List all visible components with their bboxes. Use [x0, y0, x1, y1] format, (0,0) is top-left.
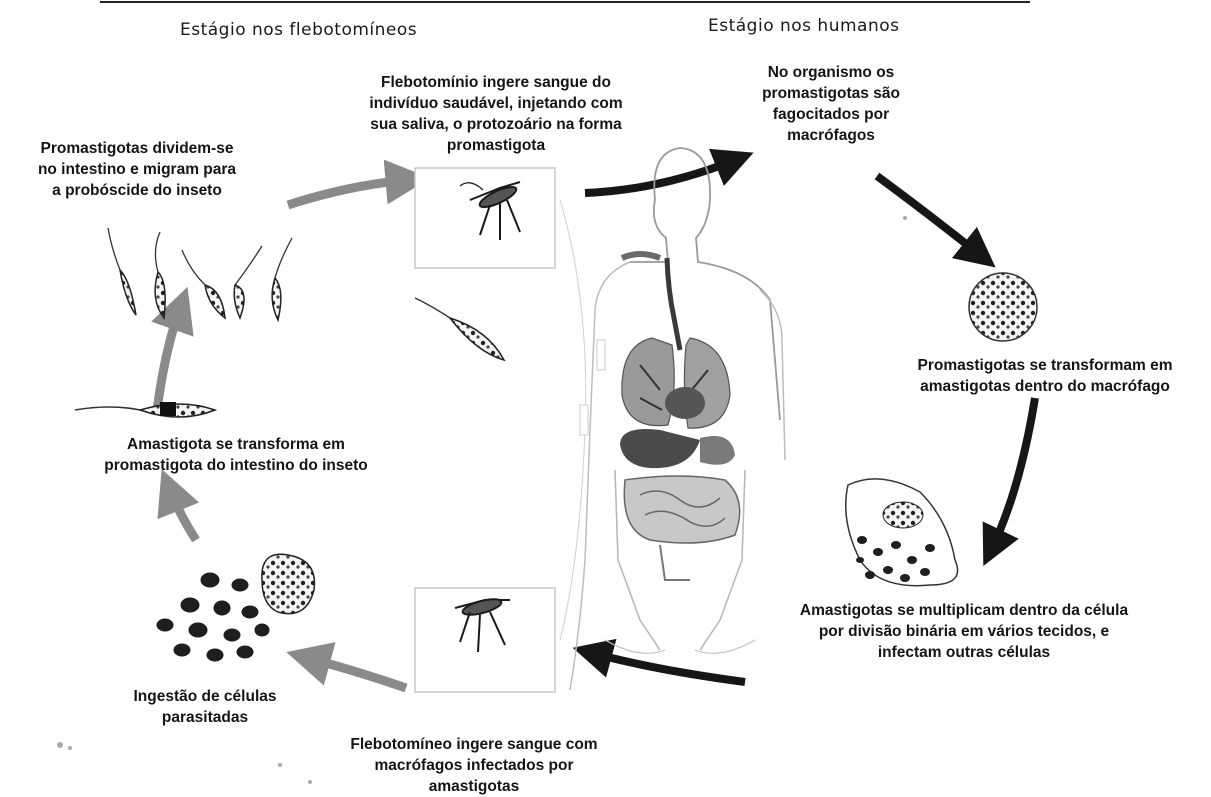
amastigote-transforming-icon	[75, 402, 215, 417]
arrow-divide-to-bite	[288, 180, 408, 205]
parasitized-cells-icon	[156, 554, 314, 662]
label-multiply: Amastigotas se multiplicam dentro da cél…	[748, 600, 1180, 663]
label-transform-amastigote: Promastigotas se transformam em amastigo…	[886, 355, 1204, 397]
label-sandfly-bite: Flebotomínio ingere sangue do indivíduo …	[320, 72, 672, 156]
promastigote-icon	[415, 298, 504, 360]
arrow-phagocytosis-to-macrophage	[877, 176, 980, 255]
header-sandfly-stage: Estágio nos flebotomíneos	[180, 20, 417, 40]
header-human-stage: Estágio nos humanos	[708, 16, 900, 36]
arrow-bite-to-phagocytosis	[585, 160, 735, 193]
infected-macrophage-icon	[969, 273, 1037, 341]
label-sandfly-ingest: Flebotomíneo ingere sangue com macrófago…	[302, 734, 646, 797]
arrow-transform-to-divide	[157, 308, 180, 410]
arrow-ingest-to-cells	[308, 658, 406, 688]
label-ingestion: Ingestão de células parasitadas	[88, 686, 322, 728]
label-transform-promastigote: Amastigota se transforma em promastigota…	[60, 434, 412, 476]
sandfly-ingest-box	[415, 588, 555, 692]
arrow-multiply-to-ingest	[592, 653, 745, 682]
promastigotes-dividing-icon	[108, 228, 292, 320]
label-divide-migrate: Promastigotas dividem-se no intestino e …	[2, 138, 272, 201]
amastigote-cell-icon	[846, 479, 958, 586]
arrow-cells-to-transform	[170, 490, 196, 540]
sandfly-bite-box	[415, 168, 555, 268]
arrow-macrophage-to-multiply	[992, 398, 1035, 548]
label-phagocytosis: No organismo os promastigotas são fagoci…	[722, 62, 940, 146]
